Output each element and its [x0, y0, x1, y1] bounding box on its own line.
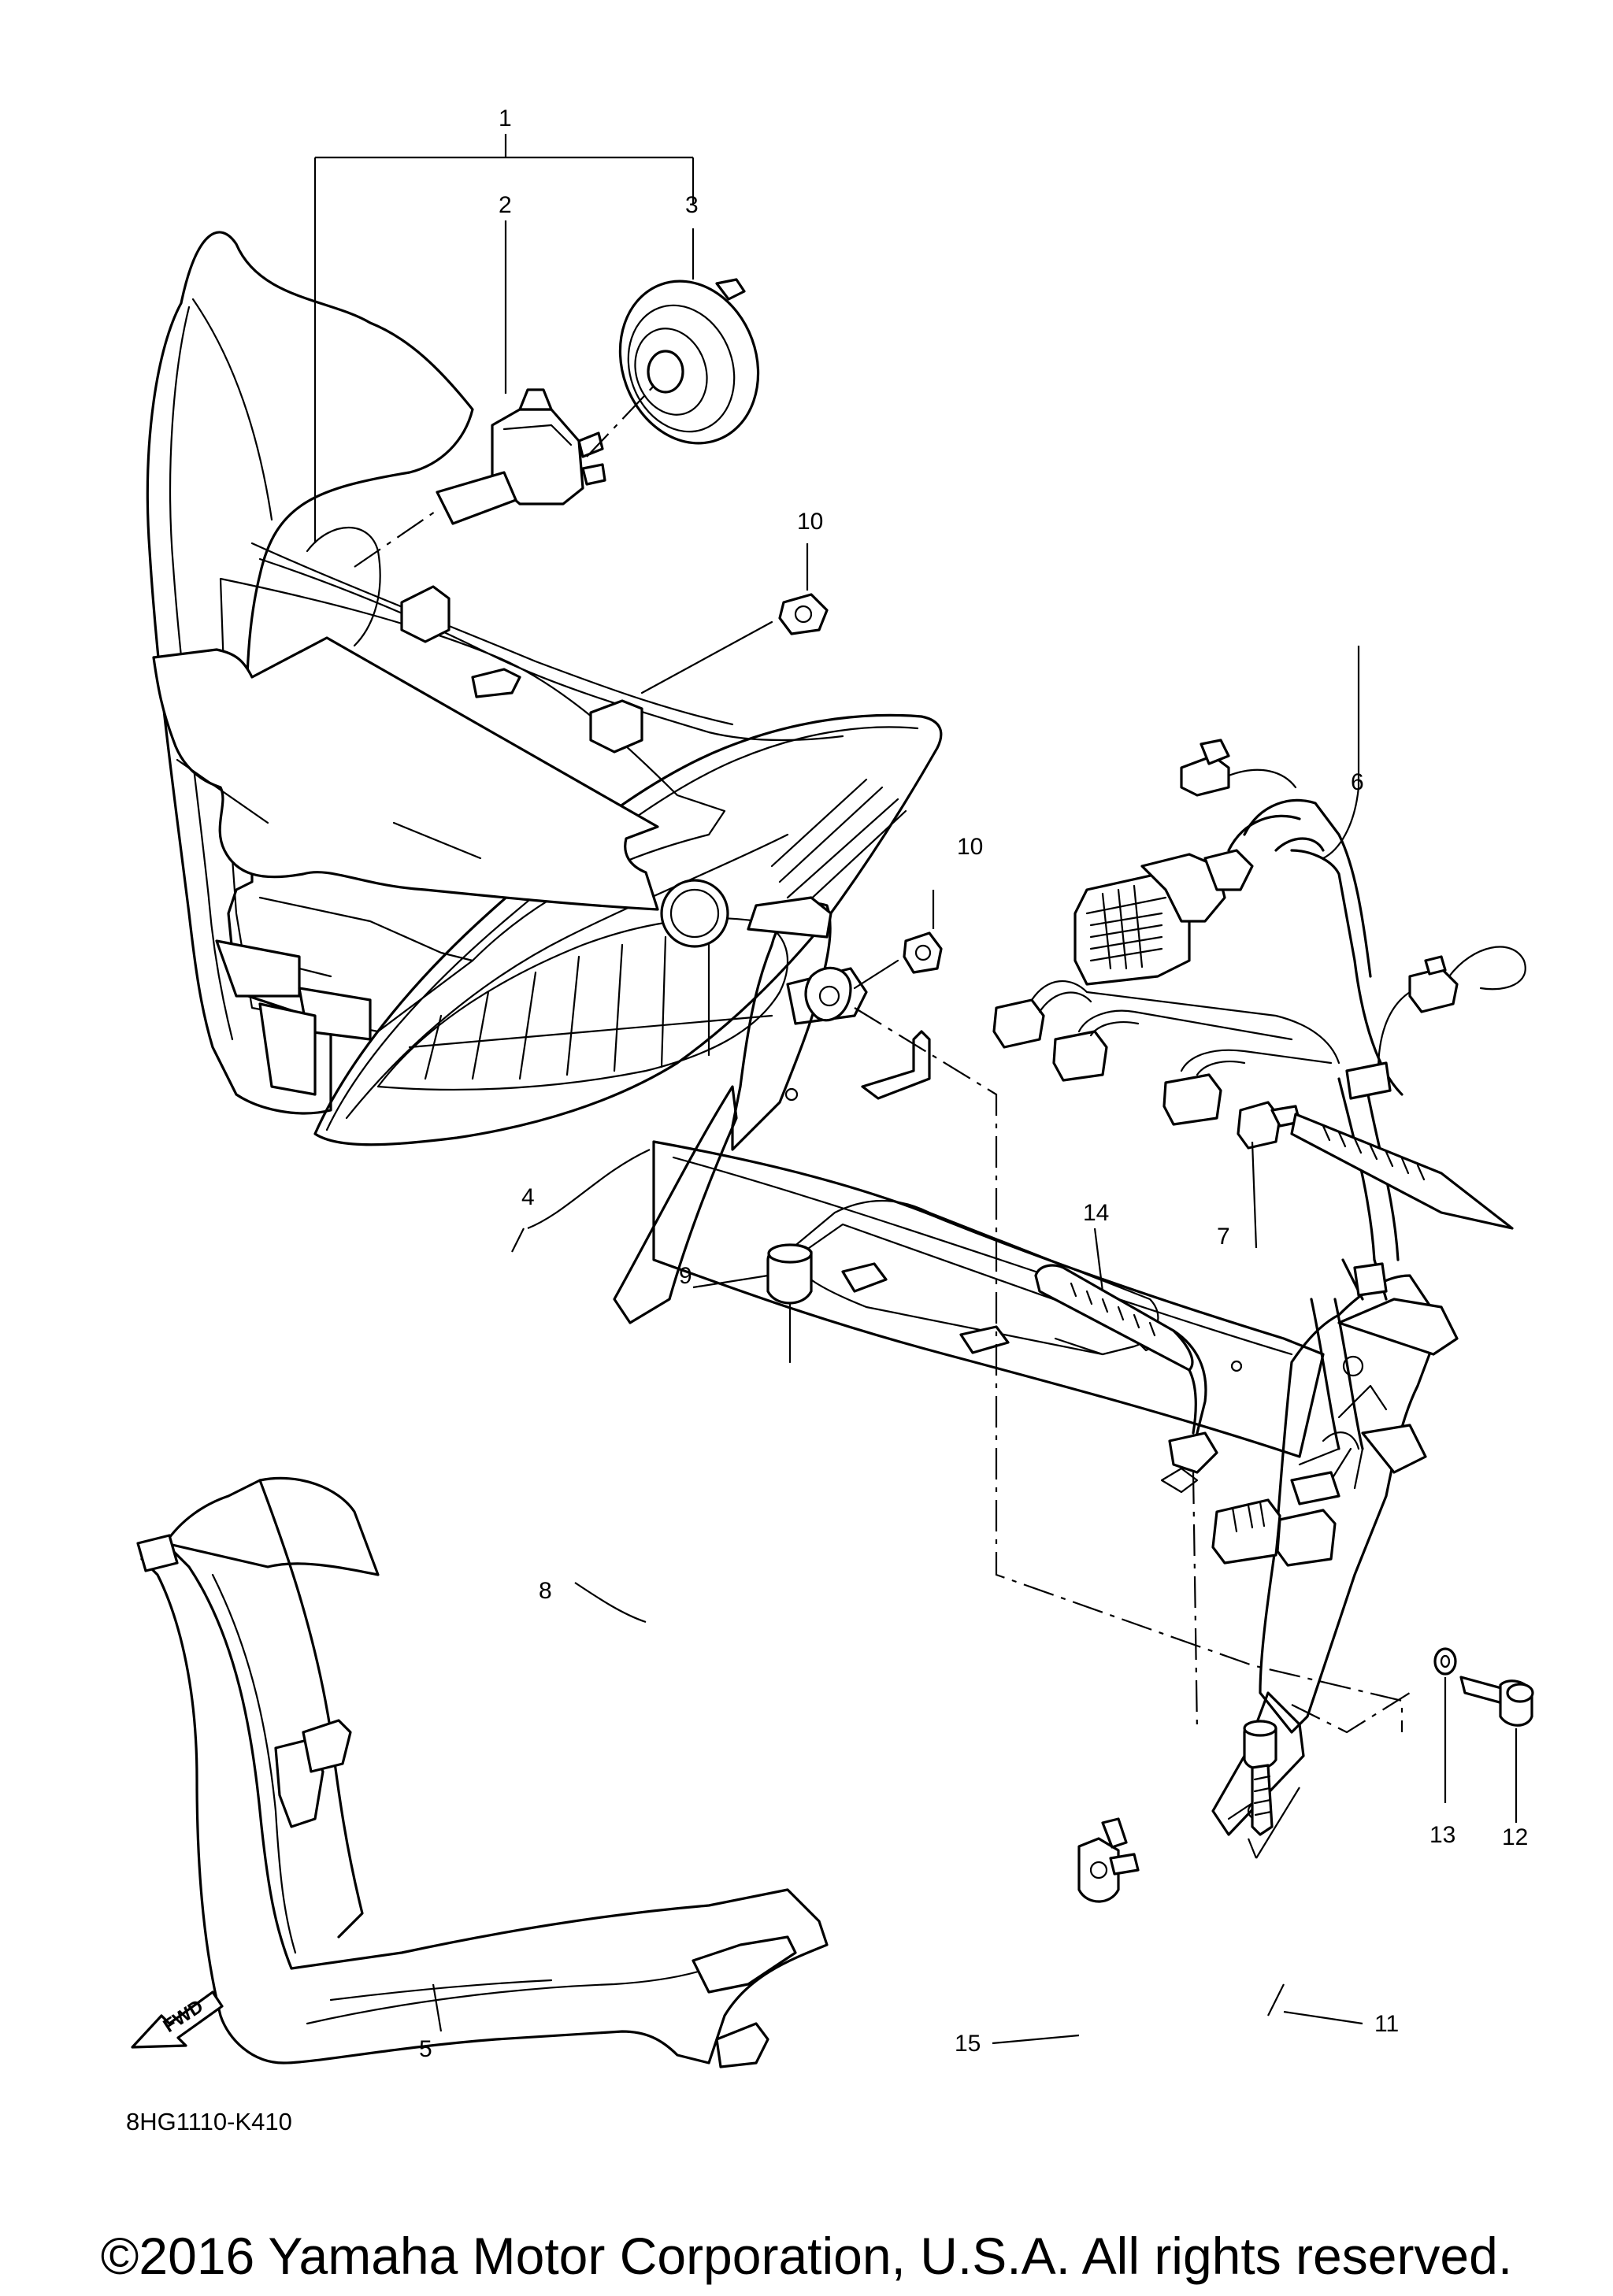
callout-2: 2 [499, 192, 512, 218]
callout-6: 6 [1351, 769, 1364, 795]
callout-13: 13 [1429, 1822, 1455, 1848]
callout-15: 15 [955, 2031, 981, 2057]
callout-4: 4 [521, 1184, 535, 1210]
callout-5: 5 [419, 2036, 432, 2062]
callout-10-lower: 10 [957, 834, 983, 860]
film-sheet [152, 636, 659, 911]
damper [766, 1243, 813, 1305]
nut-upper [778, 593, 829, 635]
callout-12: 12 [1502, 1824, 1528, 1850]
bulb-cover [618, 278, 760, 445]
band-14 [1034, 1264, 1218, 1494]
callout-3: 3 [685, 192, 699, 218]
headlight-stay [613, 896, 1459, 1836]
callout-7: 7 [1217, 1224, 1230, 1250]
cable-tie-7 [1237, 1101, 1514, 1230]
bolt-12 [1459, 1676, 1534, 1727]
callout-8: 8 [539, 1578, 552, 1604]
bulb [436, 388, 606, 525]
wire-harness [992, 739, 1526, 1567]
copyright-notice: ©2016 Yamaha Motor Corporation, U.S.A. A… [101, 2227, 1512, 2285]
washer [1433, 1647, 1457, 1676]
side-cover-brace [136, 1476, 829, 2068]
callout-11: 11 [1374, 2011, 1399, 2037]
callout-14: 14 [1083, 1200, 1109, 1226]
callout-10-upper: 10 [797, 509, 823, 535]
bolt-11 [1243, 1720, 1277, 1836]
fwd-arrow-icon: FWD [131, 1990, 224, 2049]
callout-1: 1 [499, 106, 512, 131]
nut-lower [903, 931, 943, 974]
callout-9: 9 [679, 1263, 692, 1289]
clip-15 [1077, 1817, 1140, 1903]
diagram-code: 8HG1110-K410 [126, 2108, 292, 2135]
